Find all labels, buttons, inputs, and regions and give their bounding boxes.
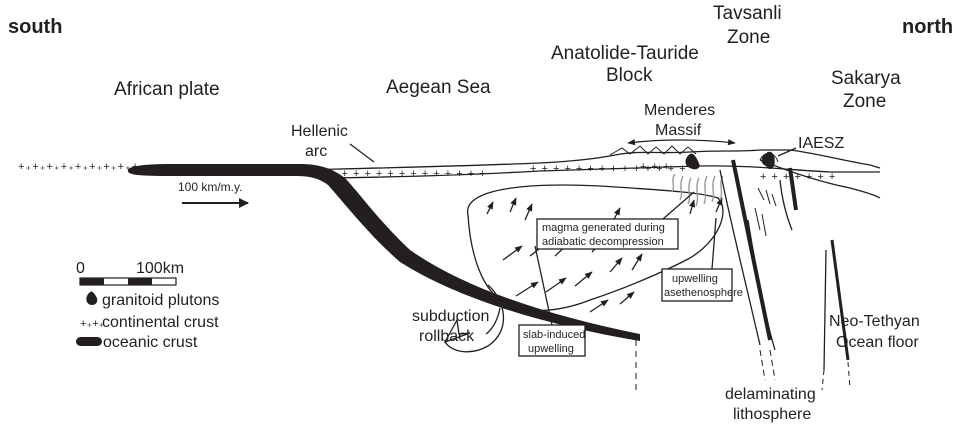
tavsanli-line1: Tavsanli (713, 3, 782, 24)
scale-max-label: 100km (136, 260, 184, 277)
neotethys-line1: Neo-Tethyan (829, 313, 920, 330)
tavsanli-line2: Zone (727, 27, 770, 48)
anatolide-tauride-line2: Block (606, 65, 653, 86)
scale-bar: 0 100km (76, 260, 184, 285)
scale-min-label: 0 (76, 260, 85, 277)
delaminating-line1: delaminating (725, 386, 816, 403)
svg-text:+₊+₊+₊+₊+₊+₊+₊+₊+: +₊+₊+₊+₊+₊+₊+₊+₊+ (18, 161, 139, 173)
hellenic-line1: Hellenic (291, 123, 348, 140)
upwelling-callout-line1: upwelling (672, 273, 718, 285)
plate-rate-label: 100 km/m.y. (178, 180, 242, 194)
slab-upwelling-callout: slab-induced upwelling (519, 246, 585, 356)
magma-callout: magma generated during adiabatic decompr… (537, 192, 694, 249)
melt-pathways (672, 174, 723, 206)
neotethys-line2: Ocean floor (836, 334, 919, 351)
pluton-legend-icon (86, 291, 97, 305)
slab-callout-line2: upwelling (528, 343, 574, 355)
hellenic-arc-leader (350, 144, 374, 162)
north-label: north (902, 16, 953, 38)
sakarya-line1: Sakarya (831, 68, 901, 89)
african-plate-label: African plate (114, 79, 220, 100)
menderes-line2: Massif (655, 122, 702, 139)
svg-text:+ + +: + + + (640, 161, 670, 173)
legend-label-oceanic: oceanic crust (103, 334, 198, 351)
magma-callout-line2: adiabatic decompression (542, 236, 664, 248)
menderes-line1: Menderes (644, 102, 715, 119)
delaminating-line2: lithosphere (733, 406, 811, 423)
sakarya-line2: Zone (843, 91, 886, 112)
oceanic-legend-icon (76, 337, 102, 346)
iaesz-label: IAESZ (798, 135, 844, 152)
rollback-line1: subduction (412, 308, 489, 325)
slab-callout-line1: slab-induced (523, 329, 585, 341)
hellenic-line2: arc (305, 143, 327, 160)
legend-label-continental: continental crust (102, 314, 219, 331)
magma-callout-line1: magma generated during (542, 222, 665, 234)
legend: granitoid plutons +₊+₊ continental crust… (76, 291, 219, 351)
upwelling-callout-line2: asethenosphere (664, 287, 743, 299)
menderes-extension-arrow (628, 140, 735, 143)
rollback-line2: rollback (419, 328, 475, 345)
svg-text:+ + + + + + + + + + + + + +: + + + + + + + + + + + + + + (330, 168, 487, 180)
aegean-sea-label: Aegean Sea (386, 77, 491, 98)
svg-text:+ + + + + + +: + + + + + + + (760, 171, 836, 183)
legend-label-plutons: granitoid plutons (102, 292, 219, 309)
iaesz-leader (778, 148, 796, 156)
anatolide-tauride-line1: Anatolide-Tauride (551, 43, 699, 64)
plus-legend-icon: +₊+₊ (80, 318, 105, 330)
south-label: south (8, 16, 62, 38)
